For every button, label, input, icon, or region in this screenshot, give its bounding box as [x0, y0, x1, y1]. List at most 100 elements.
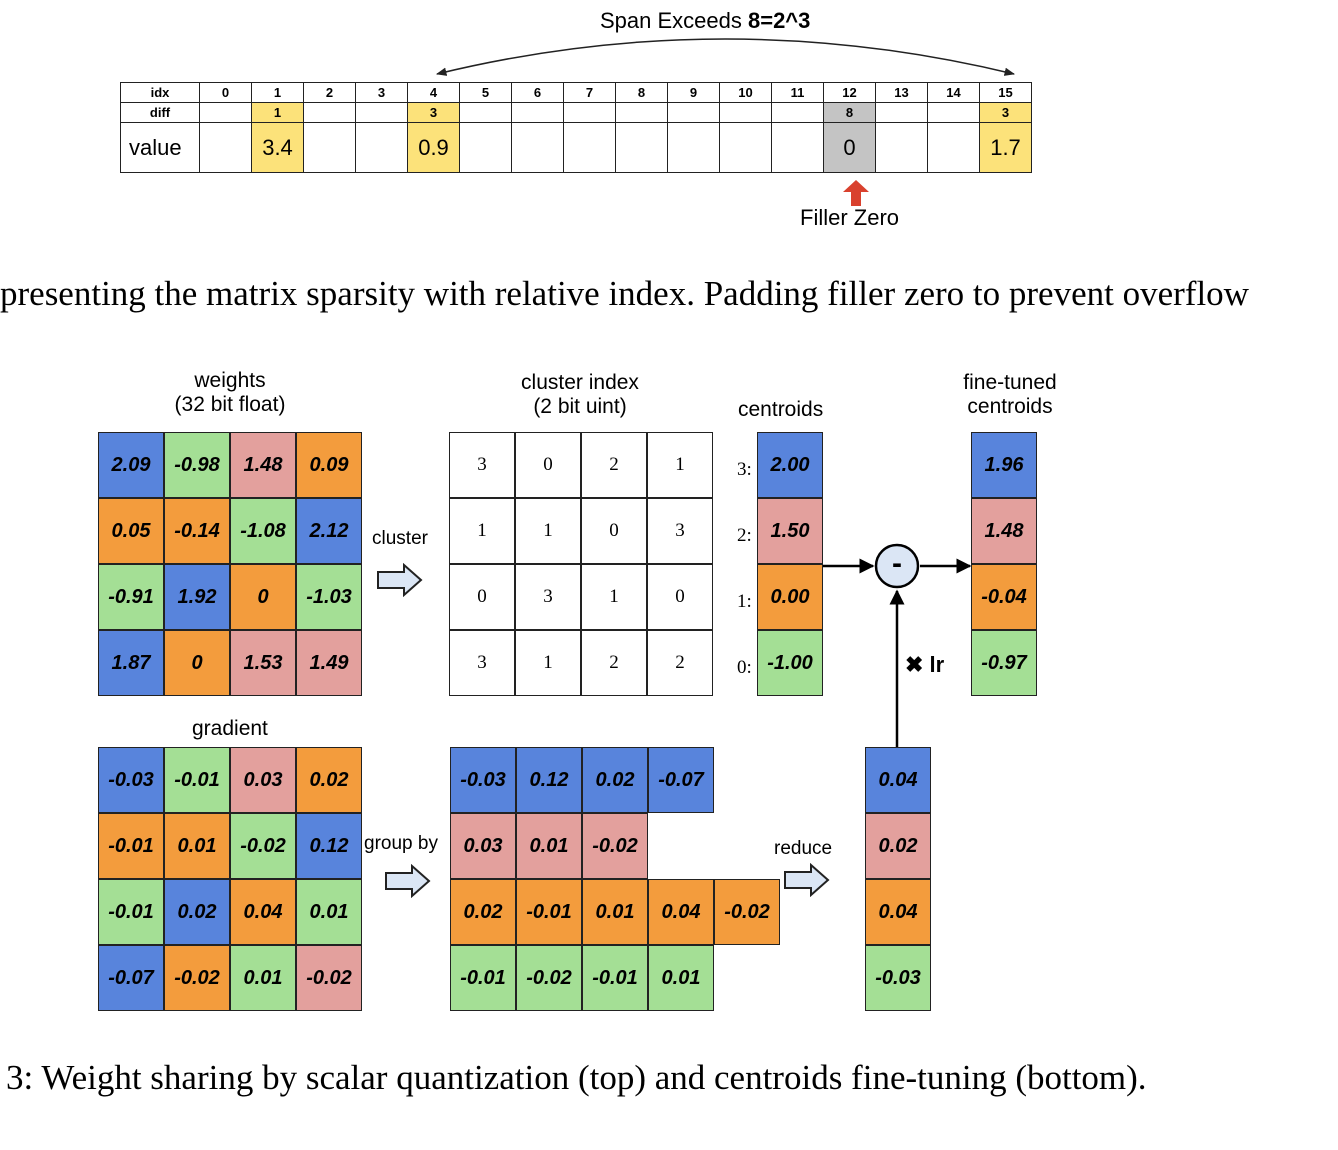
cluster-index-cell: 3 [449, 630, 515, 696]
row-label: value [120, 122, 200, 173]
weight-cell: 1.49 [296, 630, 362, 696]
reduced-cell: 0.04 [865, 879, 931, 945]
filler-zero-label: Filler Zero [800, 205, 900, 230]
grouped-cell: 0.02 [582, 747, 648, 813]
reduce-arrow-icon [784, 863, 830, 897]
cluster-index-cell: 2 [647, 630, 713, 696]
grouped-cell: 0.03 [450, 813, 516, 879]
diff-cell: 3 [407, 102, 460, 123]
filler-arrow-icon [843, 180, 869, 206]
cluster-index-cell: 1 [449, 498, 515, 564]
finetuned-title: fine-tuned centroids [940, 371, 1080, 419]
grouped-cell: 0.01 [516, 813, 582, 879]
value-cell [303, 122, 356, 173]
grouped-cell: -0.01 [516, 879, 582, 945]
cluster-index-cell: 0 [647, 564, 713, 630]
span-label-value: 8=2^3 [747, 8, 811, 33]
gradient-title: gradient [192, 717, 268, 740]
weight-cell: 2.12 [296, 498, 362, 564]
grouped-cell: 0.01 [582, 879, 648, 945]
grouped-cell: -0.01 [582, 945, 648, 1011]
gradient-cell: 0.01 [164, 813, 230, 879]
value-cell [875, 122, 928, 173]
cluster-index-cell: 2 [581, 432, 647, 498]
gradient-cell: -0.03 [98, 747, 164, 813]
value-cell [355, 122, 408, 173]
centroid-index-label: 1: [737, 591, 752, 612]
cluster-arrow-icon [377, 563, 423, 597]
weight-cell: 1.53 [230, 630, 296, 696]
value-cell [615, 122, 668, 173]
grouped-cell: -0.07 [648, 747, 714, 813]
weight-cell: -0.98 [164, 432, 230, 498]
value-cell: 3.4 [251, 122, 304, 173]
reduced-cell: 0.02 [865, 813, 931, 879]
weights-title-line1: weights [194, 369, 266, 392]
finetuned-title-line1: fine-tuned [963, 371, 1057, 394]
weight-cell: 1.92 [164, 564, 230, 630]
centroid-cell: 0.00 [757, 564, 823, 630]
value-cell [199, 122, 252, 173]
cluster-index-cell: 1 [515, 498, 581, 564]
cluster-index-cell: 0 [449, 564, 515, 630]
centroid-index-label: 3: [737, 459, 752, 480]
gradient-cell: -0.07 [98, 945, 164, 1011]
bottom-caption: 3: Weight sharing by scalar quantization… [6, 1058, 1147, 1097]
weight-cell: -0.91 [98, 564, 164, 630]
groupby-arrow-icon [385, 864, 431, 898]
grouped-cell: 0.02 [450, 879, 516, 945]
finetuned-centroid-cell: -0.97 [971, 630, 1037, 696]
gradient-cell: -0.02 [230, 813, 296, 879]
finetuned-title-line2: centroids [967, 395, 1053, 418]
weight-cell: 0 [164, 630, 230, 696]
cluster-index-cell: 3 [647, 498, 713, 564]
span-arrow [435, 38, 1016, 76]
idx-cell: 12 [823, 82, 876, 103]
gradient-cell: 0.03 [230, 747, 296, 813]
value-cell: 0 [823, 122, 876, 173]
weights-title: weights (32 bit float) [150, 369, 310, 417]
cluster-title-line1: cluster index [521, 371, 639, 394]
grouped-cell: -0.03 [450, 747, 516, 813]
top-caption: presenting the matrix sparsity with rela… [0, 274, 1249, 313]
span-label-prefix: Span Exceeds [600, 8, 748, 33]
value-cell [771, 122, 824, 173]
value-cell [927, 122, 980, 173]
gradient-cell: 0.04 [230, 879, 296, 945]
centroid-cell: 2.00 [757, 432, 823, 498]
lr-label: ✖ lr [905, 652, 945, 677]
weight-cell: 0.05 [98, 498, 164, 564]
value-cell: 0.9 [407, 122, 460, 173]
value-cell: 1.7 [979, 122, 1032, 173]
reduced-cell: 0.04 [865, 747, 931, 813]
cluster-index-cell: 0 [515, 432, 581, 498]
cluster-index-cell: 2 [581, 630, 647, 696]
gradient-cell: 0.01 [230, 945, 296, 1011]
diff-cell: 8 [823, 102, 876, 123]
value-cell [511, 122, 564, 173]
weights-title-line2: (32 bit float) [174, 393, 286, 416]
gradient-cell: 0.12 [296, 813, 362, 879]
gradient-cell: -0.02 [164, 945, 230, 1011]
span-label: Span Exceeds 8=2^3 [600, 8, 810, 34]
weight-cell: 0.09 [296, 432, 362, 498]
finetuned-centroid-cell: 1.96 [971, 432, 1037, 498]
grouped-cell: -0.02 [516, 945, 582, 1011]
grouped-cell: 0.04 [648, 879, 714, 945]
cluster-index-cell: 1 [515, 630, 581, 696]
diff-cell: 1 [251, 102, 304, 123]
minus-circle [874, 543, 920, 589]
gradient-cell: -0.01 [98, 879, 164, 945]
weight-cell: 1.48 [230, 432, 296, 498]
